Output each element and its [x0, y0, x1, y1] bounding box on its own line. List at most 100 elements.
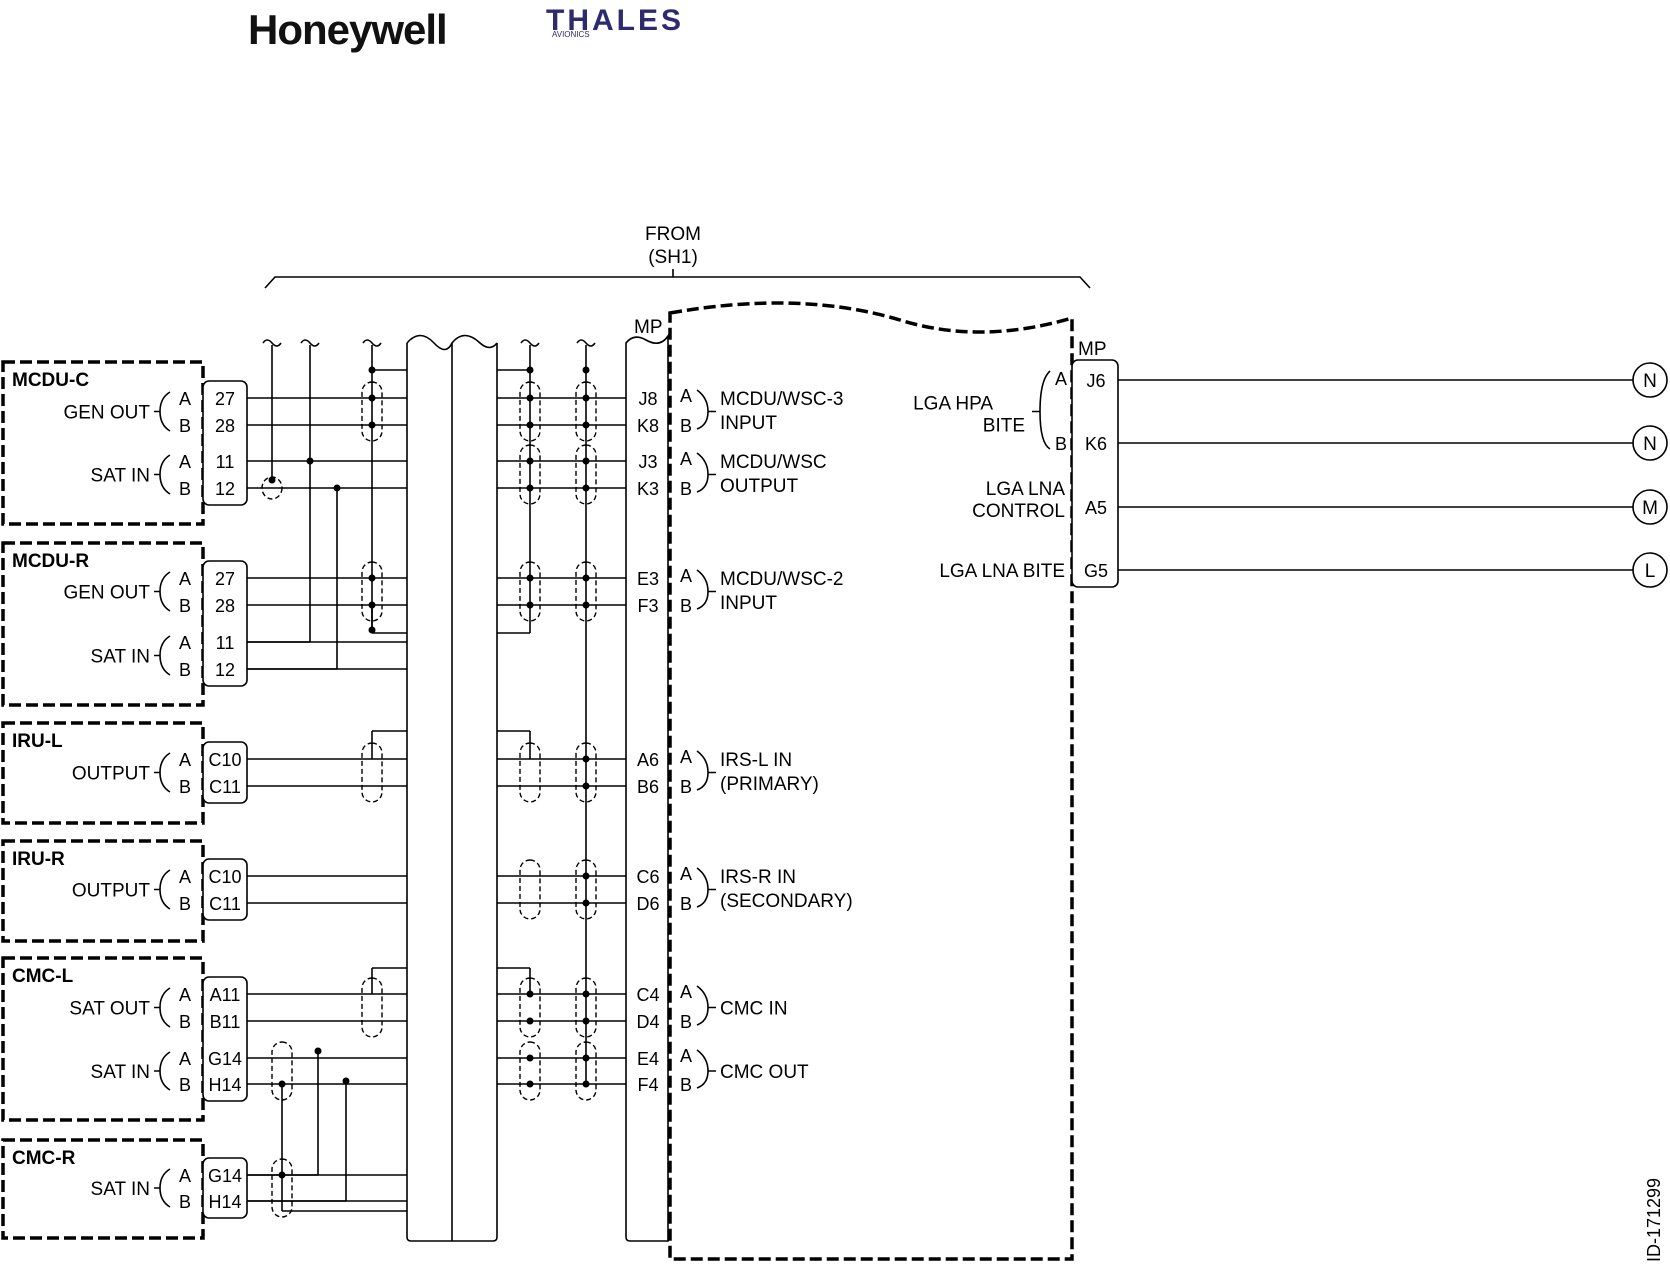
pin-a-label: A: [179, 1049, 191, 1069]
pin-number: G14: [208, 1166, 242, 1186]
pin-b-label: B: [179, 479, 191, 499]
junction-dot: [526, 1080, 534, 1088]
group-brace: [154, 1168, 171, 1208]
pin-b-label: B: [680, 596, 692, 616]
junction-dot: [582, 1017, 590, 1025]
pin-a-label: A: [680, 449, 692, 469]
mp-left-edge: MP: [625, 317, 669, 1242]
mu-pin: J8: [638, 389, 657, 409]
junction-dot: [582, 421, 590, 429]
pin-b-label: B: [179, 894, 191, 914]
right-signal-label: BITE: [983, 416, 1025, 437]
cable-shield: [361, 742, 383, 803]
junction-dot: [582, 457, 590, 465]
pin-number: G14: [208, 1049, 242, 1069]
pin-a-label: A: [1055, 369, 1067, 389]
mu-pin: F3: [637, 596, 658, 616]
pin-b-label: B: [680, 479, 692, 499]
signal-brace: [1032, 370, 1051, 450]
target-marker: [1632, 489, 1668, 525]
group-brace: [154, 869, 171, 910]
pin-number: C10: [208, 867, 241, 887]
mu-signal-label: (PRIMARY): [720, 774, 819, 795]
cable-shield: [361, 977, 383, 1038]
cable-shield: [575, 977, 597, 1038]
from-bracket: [264, 269, 1091, 289]
mu-signal-label: MCDU/WSC-3: [720, 389, 844, 410]
pin-b-label: B: [680, 1012, 692, 1032]
pin-b-label: B: [179, 596, 191, 616]
mu-signal-label: IRS-L IN: [720, 750, 792, 771]
pin-number: C11: [209, 894, 241, 914]
junction-dot: [526, 421, 534, 429]
target-marker-letter: N: [1643, 434, 1657, 455]
junction-dot: [526, 574, 534, 582]
cable-break: [300, 339, 320, 347]
unit-name: CMC-L: [12, 966, 74, 987]
mu-signal-label: MCDU/WSC-2: [720, 569, 844, 590]
mp-pin: J6: [1086, 371, 1105, 391]
right-signal-label: LGA HPA: [913, 394, 993, 415]
pin-number: 11: [216, 452, 235, 472]
pin-a-label: A: [680, 747, 692, 767]
cable-shield: [361, 561, 383, 622]
pin-b-label: B: [179, 777, 191, 797]
cable-shield: [575, 444, 597, 505]
cable-shield: [261, 476, 283, 500]
target-marker: [1632, 552, 1668, 588]
cable-shield: [575, 859, 597, 920]
unit-connector: [202, 858, 248, 921]
signal-brace: [696, 750, 716, 791]
signal-group-label: GEN OUT: [63, 583, 150, 604]
pin-number: H14: [208, 1075, 241, 1095]
pin-a-label: A: [179, 985, 191, 1005]
junction-dot: [368, 574, 376, 582]
mu-signal-label: CMC OUT: [720, 1062, 809, 1083]
pin-number: 11: [216, 633, 235, 653]
junction-dot: [582, 601, 590, 609]
pin-a-label: A: [179, 633, 191, 653]
right-connector: [1071, 359, 1119, 588]
cable-shield: [575, 1041, 597, 1101]
target-marker-letter: L: [1645, 561, 1656, 582]
target-marker: [1632, 362, 1668, 398]
pin-number: 12: [215, 479, 235, 499]
group-brace: [154, 391, 171, 432]
junction-dot: [582, 574, 590, 582]
mu-pin: K3: [637, 479, 659, 499]
pin-a-label: A: [179, 452, 191, 472]
junction-dot: [368, 421, 376, 429]
signal-brace: [696, 1049, 716, 1089]
pin-b-label: B: [1055, 434, 1067, 454]
pin-a-label: A: [680, 386, 692, 406]
mu-pin: C6: [636, 867, 659, 887]
mu-pin: E4: [637, 1049, 659, 1069]
junction-dot: [368, 394, 376, 402]
junction-dot: [333, 484, 341, 492]
junction-dot: [526, 601, 534, 609]
cable-shield: [575, 742, 597, 803]
from-label: FROM: [645, 224, 701, 245]
target-marker-letter: M: [1642, 498, 1658, 519]
signal-group-label: OUTPUT: [72, 881, 151, 902]
pin-number: 27: [215, 569, 235, 589]
group-brace: [154, 1051, 171, 1091]
pin-a-label: A: [179, 1166, 191, 1186]
signal-group-label: SAT IN: [91, 1179, 150, 1200]
junction-dot: [582, 484, 590, 492]
group-brace: [154, 454, 171, 495]
pin-number: 28: [215, 596, 235, 616]
junction-dot: [526, 484, 534, 492]
group-brace: [154, 752, 171, 793]
cable-shield: [271, 1041, 293, 1101]
cable-shield: [519, 381, 541, 442]
